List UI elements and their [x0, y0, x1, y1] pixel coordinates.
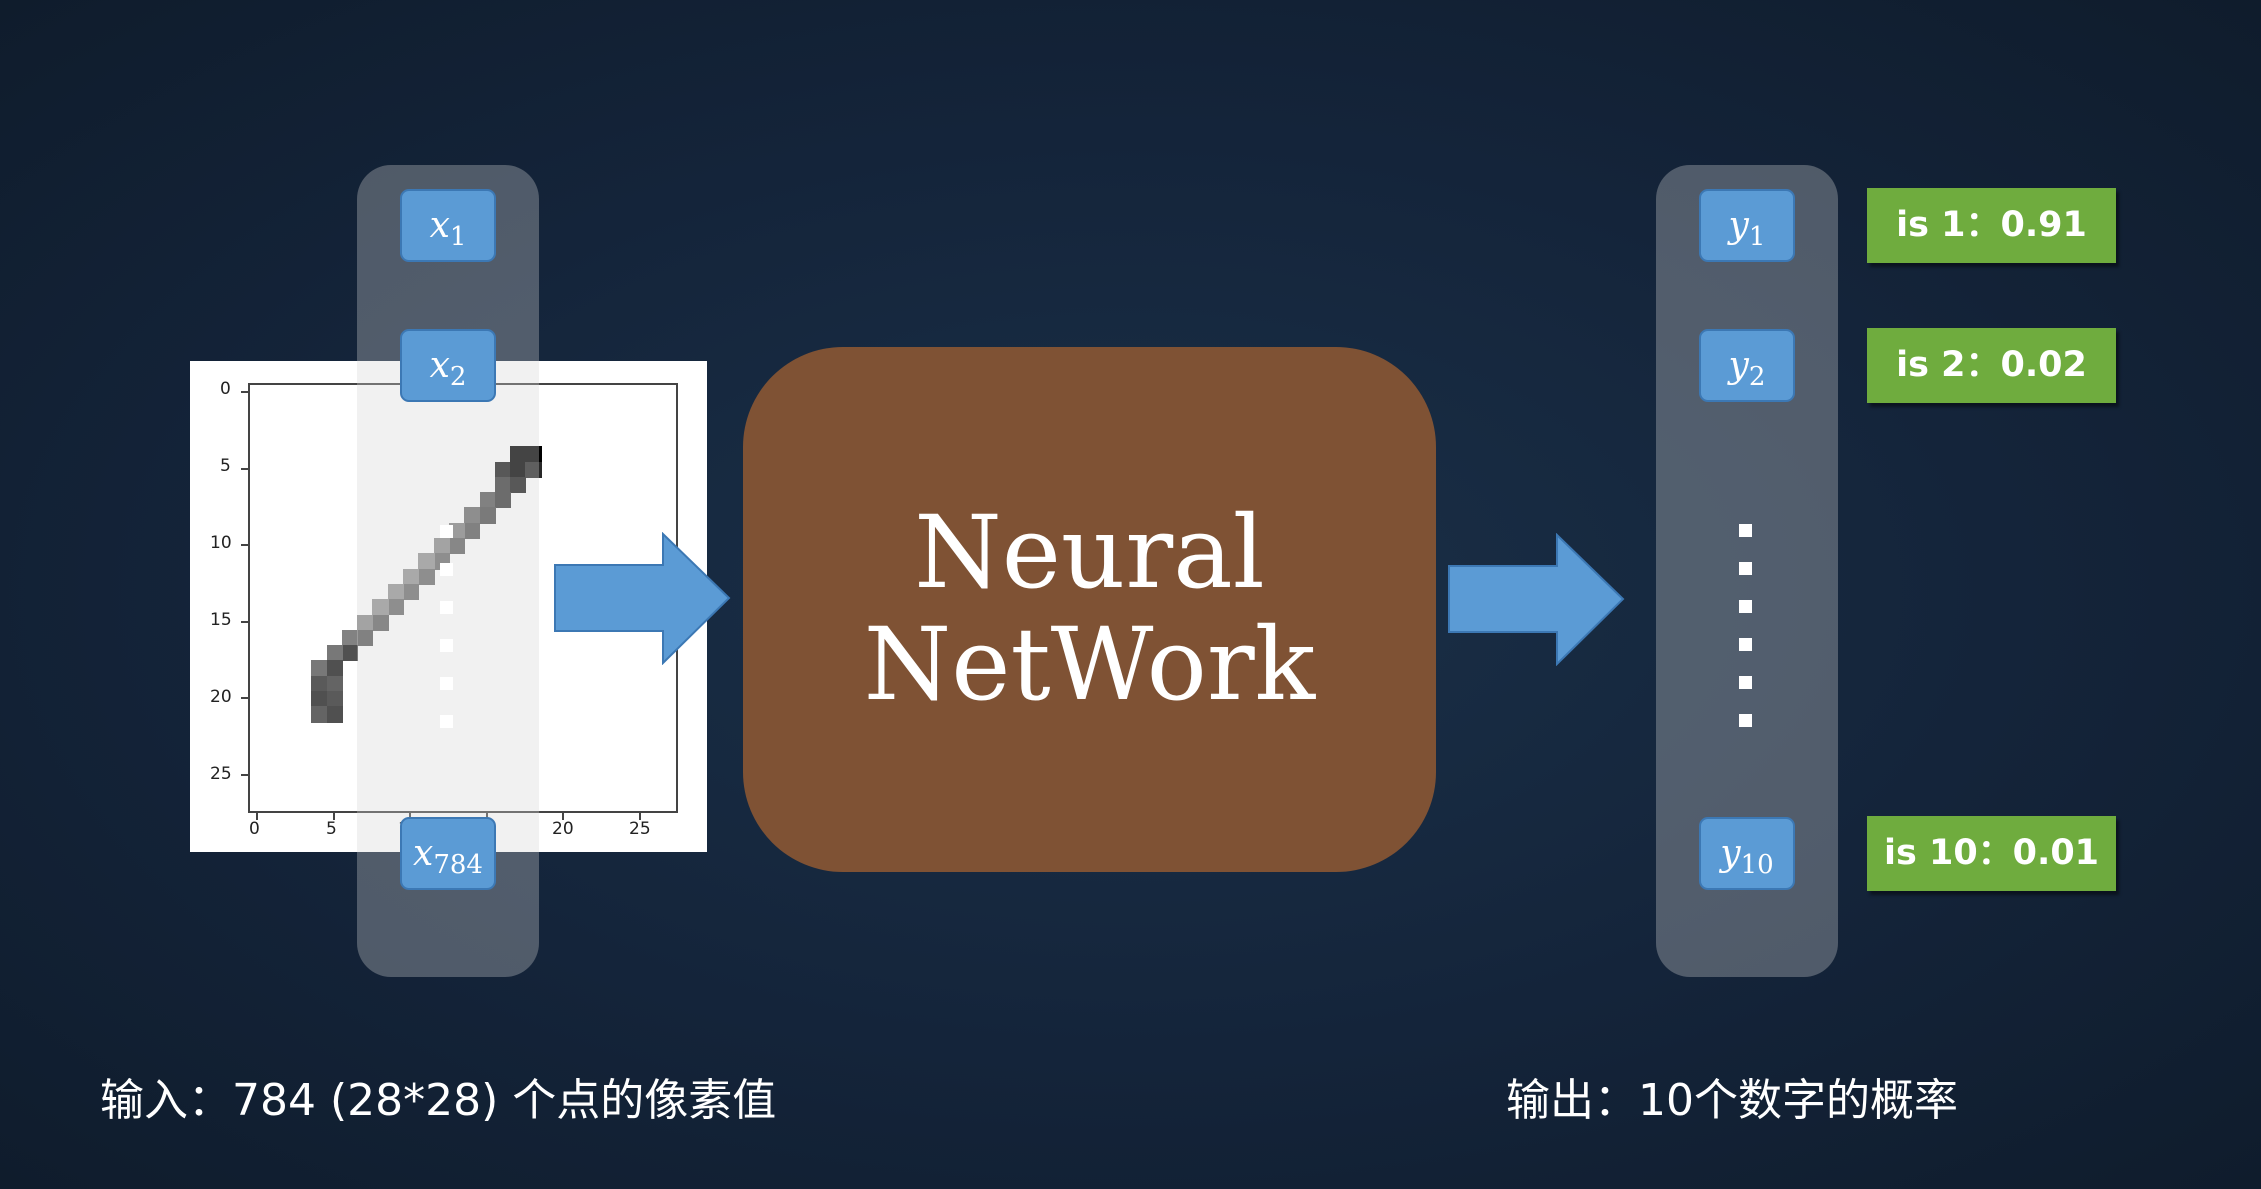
input-node-x784: x784 — [400, 817, 496, 890]
probability-badge-2: is 2：0.02 — [1867, 328, 2116, 403]
ellipsis-dot — [440, 677, 453, 690]
y-tick-label: 20 — [210, 687, 232, 707]
x-tickmark — [332, 813, 335, 820]
digit-pixel — [433, 538, 450, 555]
digit-pixel — [387, 583, 404, 601]
digit-pixel — [403, 583, 420, 601]
x-tick-label: 20 — [552, 819, 574, 839]
probability-badge-1: is 1：0.91 — [1867, 188, 2116, 263]
ellipsis-dot — [1739, 714, 1752, 727]
neural-network-label: Neural NetWork — [743, 497, 1436, 721]
x-tickmark — [256, 813, 258, 820]
digit-pixel — [525, 461, 542, 478]
x-tickmark — [562, 813, 564, 820]
y-tickmark — [241, 773, 248, 776]
digit-pixel — [326, 645, 343, 662]
input-node-x2: x2 — [400, 329, 496, 402]
output-node-y1: y1 — [1699, 189, 1795, 262]
network-label-line1: Neural — [914, 494, 1265, 611]
y-tick-label: 10 — [210, 533, 232, 553]
y-tickmark — [241, 391, 248, 393]
ellipsis-dot — [440, 715, 453, 728]
digit-pixel — [418, 553, 435, 570]
digit-pixel — [448, 538, 466, 555]
digit-pixel — [494, 461, 512, 478]
digit-pixel — [479, 507, 496, 524]
digit-pixel — [494, 492, 512, 509]
digit-pixel — [311, 660, 328, 677]
x-tick-label: 25 — [629, 819, 651, 839]
digit-pixel — [510, 446, 527, 463]
x-tickmark — [638, 813, 641, 820]
y-tickmark — [241, 697, 248, 699]
y-tick-label: 5 — [220, 456, 231, 476]
ellipsis-dot — [440, 525, 453, 538]
output-node-y2: y2 — [1699, 329, 1795, 402]
input-node-x1: x1 — [400, 189, 496, 262]
digit-pixel — [311, 691, 328, 708]
digit-pixel — [464, 507, 481, 524]
digit-pixel — [387, 599, 404, 616]
ellipsis-dot — [1739, 638, 1752, 651]
y-tick-label: 15 — [210, 610, 232, 630]
output-layer-column: y1 y2 y10 — [1656, 165, 1838, 977]
ellipsis-dot — [1739, 676, 1752, 689]
neural-network-box: Neural NetWork — [743, 347, 1436, 872]
ellipsis-dot — [440, 639, 453, 652]
y-tickmark — [241, 544, 248, 546]
y-tick-label: 25 — [210, 764, 232, 784]
ellipsis-dot — [440, 601, 453, 614]
digit-pixel — [311, 706, 328, 723]
y-tickmark — [241, 620, 248, 623]
network-label-line2: NetWork — [863, 606, 1316, 723]
digit-pixel — [311, 675, 328, 692]
digit-pixel — [510, 476, 527, 494]
digit-pixel — [403, 568, 420, 585]
digit-pixel — [479, 492, 496, 509]
ellipsis-dot — [1739, 600, 1752, 613]
input-layer-column: x1 x2 x784 — [357, 165, 539, 977]
x-tick-label: 0 — [249, 819, 260, 839]
digit-pixel — [418, 568, 435, 585]
digit-pixel — [326, 691, 343, 708]
y-tickmark — [241, 467, 248, 470]
digit-pixel — [464, 522, 481, 539]
input-caption: 输入：784 (28*28) 个点的像素值 — [100, 1075, 777, 1126]
output-node-y10: y10 — [1699, 817, 1795, 890]
digit-pixel — [357, 629, 374, 647]
digit-pixel — [341, 645, 359, 662]
output-caption: 输出：10个数字的概率 — [1506, 1075, 1958, 1126]
arrow-right-icon — [554, 532, 731, 665]
x-tickmark — [485, 813, 488, 820]
x-tickmark — [409, 813, 411, 820]
arrow-right-icon — [1448, 533, 1625, 666]
digit-pixel — [326, 660, 343, 677]
digit-pixel — [525, 446, 542, 463]
ellipsis-dot — [1739, 524, 1752, 537]
digit-pixel — [341, 629, 359, 647]
x-tick-label: 5 — [326, 819, 337, 839]
ellipsis-dot — [1739, 562, 1752, 575]
probability-badge-10: is 10：0.01 — [1867, 816, 2116, 891]
digit-pixel — [357, 614, 374, 631]
digit-pixel — [372, 614, 389, 631]
digit-pixel — [510, 461, 527, 478]
y-tick-label: 0 — [220, 379, 231, 399]
digit-pixel — [326, 706, 343, 723]
digit-pixel — [494, 476, 512, 494]
digit-pixel — [372, 599, 389, 616]
ellipsis-dot — [440, 563, 453, 576]
digit-pixel — [326, 675, 343, 692]
